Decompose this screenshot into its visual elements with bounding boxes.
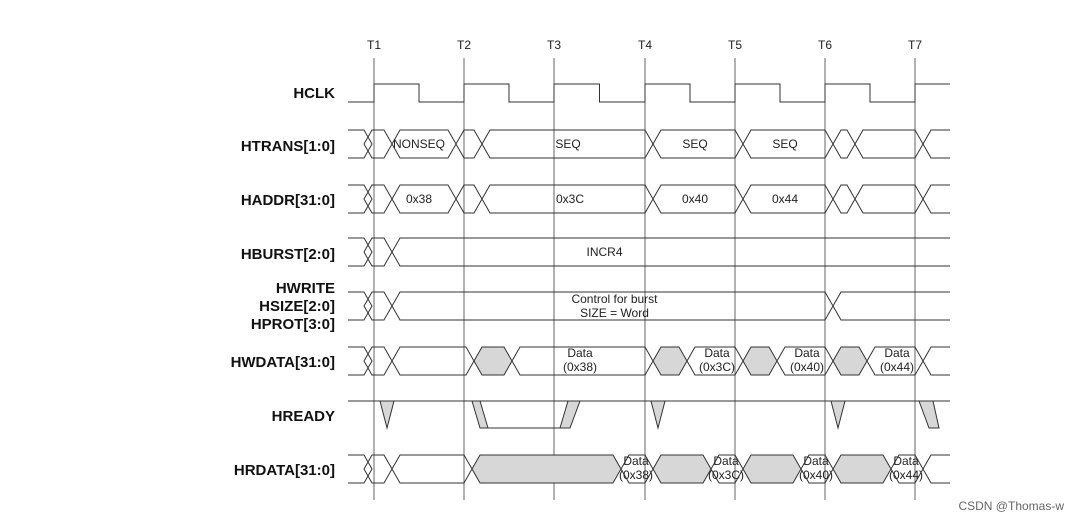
haddr-value: 0x3C [556,192,584,206]
signal-waveforms [348,83,950,484]
signal-label: HWDATA[31:0] [231,354,335,371]
bus-segment [922,454,950,484]
signal-label: HSIZE[2:0] [259,298,335,315]
time-marker-label: T1 [367,38,381,52]
hready-segment [471,400,489,429]
hready-waveform [348,400,950,430]
bus-segment [363,346,393,376]
hrdata-value: (0x3C) [708,468,744,482]
htrans-value: NONSEQ [393,137,445,151]
hrdata-value: Data [623,454,649,468]
bus-segment [742,346,778,376]
bus-segment [363,184,393,214]
bus-segment [348,291,373,321]
hrdata-value: (0x40) [799,468,833,482]
hready-segment [559,400,581,429]
hwdata-value: Data [567,346,593,360]
bus-segment [652,346,688,376]
bus-segment [391,237,950,267]
time-marker-label: T2 [457,38,471,52]
bus-segment [363,291,393,321]
bus-segment [742,454,802,484]
bus-segment [363,237,393,267]
signal-label: HADDR[31:0] [241,192,335,209]
bus-segment [391,454,473,484]
signal-label: HCLK [293,85,335,102]
bus-segment [471,454,622,484]
time-marker-labels: T1 T2 T3 T4 T5 T6 T7 [367,38,922,52]
hready-segment [830,400,846,430]
hburst-value: INCR4 [586,245,622,259]
bus-segment [832,184,856,214]
bus-segment [363,129,393,159]
hready-segment [379,400,395,430]
bus-segment [832,454,892,484]
bus-segment [652,454,712,484]
signal-label: HBURST[2:0] [241,246,335,263]
hrdata-value: Data [713,454,739,468]
bus-segment [348,184,373,214]
time-marker-label: T3 [547,38,561,52]
signal-label: HREADY [272,408,335,425]
bus-segment [854,184,924,214]
bus-segment [455,184,483,214]
bus-segment [473,346,513,376]
bus-segment [391,346,475,376]
signal-label: HRDATA[31:0] [234,462,335,479]
time-marker-label: T4 [638,38,652,52]
htrans-value: SEQ [772,137,797,151]
htrans-value: SEQ [555,137,580,151]
bus-segment [922,184,950,214]
bus-segment [854,129,924,159]
bus-segment [348,129,373,159]
control-value-line: SIZE = Word [580,306,649,320]
signal-label: HTRANS[1:0] [241,138,335,155]
hready-segment [650,400,666,430]
hwdata-value: (0x3C) [699,360,735,374]
time-marker-label: T7 [908,38,922,52]
bus-segment [922,129,950,159]
bus-segment [832,346,868,376]
hrdata-value: Data [803,454,829,468]
hready-segment [918,400,940,429]
hrdata-value: (0x44) [889,468,923,482]
haddr-value: 0x44 [772,192,798,206]
signal-label: HWRITE [276,280,335,297]
htrans-value: SEQ [682,137,707,151]
hwdata-value: Data [704,346,730,360]
hrdata-value: Data [893,454,919,468]
signal-label: HPROT[3:0] [251,316,335,333]
hwdata-value: (0x38) [563,360,597,374]
bus-segment [348,237,373,267]
bus-segment [832,291,950,321]
hwdata-value: Data [794,346,820,360]
bus-segment [363,454,393,484]
hclk-waveform [348,83,950,103]
watermark: CSDN @Thomas-w [958,499,1064,513]
haddr-value: 0x38 [406,192,432,206]
bus-segment [455,129,483,159]
control-value-line: Control for burst [571,292,658,306]
haddr-value: 0x40 [682,192,708,206]
bus-value-labels: NONSEQ SEQ SEQ SEQ 0x38 0x3C 0x40 0x44INCR4Cont… [393,137,923,482]
bus-segment [348,346,373,376]
bus-segment [922,346,950,376]
hwdata-value: (0x40) [790,360,824,374]
hwdata-value: (0x44) [880,360,914,374]
signal-labels: HCLK HTRANS[1:0] HADDR[31:0] HBURST[2:0] HWR… [231,85,336,479]
hwdata-value: Data [884,346,910,360]
bus-segment [348,454,373,484]
bus-segment [832,129,856,159]
time-marker-label: T5 [728,38,742,52]
time-marker-label: T6 [818,38,832,52]
time-marker-lines [373,58,916,500]
hrdata-value: (0x38) [619,468,653,482]
